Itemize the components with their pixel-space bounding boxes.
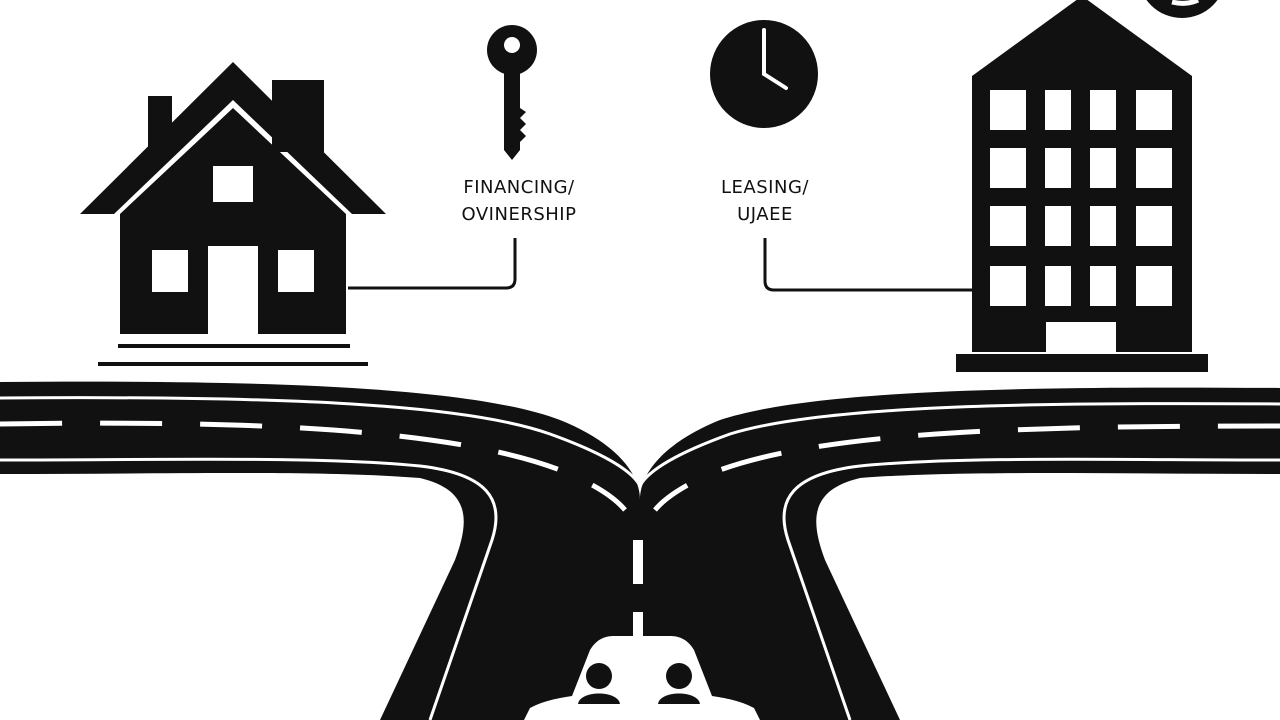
road-centerline-right [653,423,1280,512]
passenger-right-icon [658,663,700,704]
road-centerline-left [0,420,627,512]
road-edge-right-bottom [782,457,1280,720]
leasing-usage-label: LEASING/ UJAEE [700,174,830,228]
connector-right [763,238,972,292]
passenger-left-icon [578,663,620,704]
ownership-label-line2: OVINERSHIP [461,204,577,225]
apartment-building-icon [956,0,1218,372]
leasing-label-line1: LEASING/ [721,177,809,198]
partial-badge-icon [1146,0,1218,18]
financing-label-line1: FINANCING/ [463,177,575,198]
road-edge-left-bottom [0,457,498,720]
connector-left [348,238,517,290]
financing-ownership-label: FINANCING/ OVINERSHIP [436,174,602,228]
road-edge-left-top [0,396,642,487]
forked-road [0,381,1280,720]
road-left-arm [0,381,640,720]
road-edge-right-top [638,402,1280,487]
car-with-two-passengers [524,636,760,720]
clock-icon [710,20,818,128]
usage-label-line2: UJAEE [737,204,793,225]
house-icon [80,62,386,366]
key-icon [487,25,537,160]
road-right-arm [640,387,1280,720]
